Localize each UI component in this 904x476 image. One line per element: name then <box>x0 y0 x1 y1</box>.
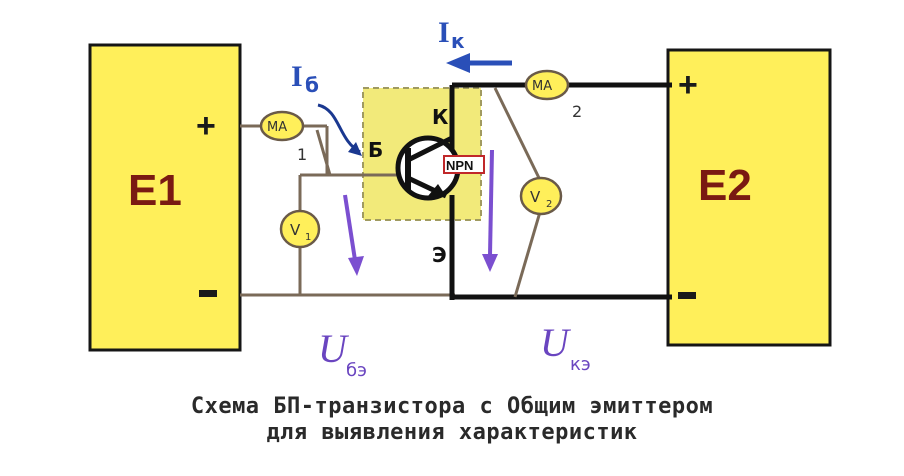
transistor-emitter-arrow <box>428 184 446 196</box>
meter-ma1[interactable]: MA 1 <box>259 110 307 164</box>
meter-ma2-label: MA <box>532 79 552 94</box>
transistor-collector-leg <box>406 135 454 163</box>
meter-ma2-body <box>524 69 570 101</box>
source-e1-label: E1 <box>128 166 182 215</box>
meter-v1-label: V <box>290 221 301 239</box>
collector-current-symbol: I <box>438 16 450 49</box>
base-current-arrowhead <box>348 142 362 156</box>
meter-ma2-index: 2 <box>572 102 582 121</box>
npn-badge <box>443 155 485 174</box>
voltage-be-symbol: U <box>318 326 350 371</box>
voltage-ce-sub: кэ <box>570 354 591 375</box>
collector-current-label: I к <box>438 16 465 53</box>
base-current-symbol: I <box>291 60 303 93</box>
meter-ma1-index: 1 <box>297 145 307 164</box>
source-e1[interactable]: E1 + <box>88 43 242 352</box>
wires-collector-circuit <box>449 82 672 300</box>
voltage-ce-label: U кэ <box>540 320 591 375</box>
collector-current-sub: к <box>451 29 465 53</box>
source-e1-body <box>88 43 242 352</box>
voltage-be-arrow <box>343 194 364 276</box>
source-e2-plus: + <box>678 66 698 104</box>
source-e2[interactable]: E2 + <box>666 48 832 347</box>
caption-line-1: Схема БП-транзистора с Общим эмиттером <box>190 394 714 419</box>
caption-line-2: для выявления характеристик <box>266 420 638 445</box>
meter-ma2[interactable]: MA 2 <box>524 69 582 121</box>
collector-current-arrowhead <box>446 53 470 73</box>
source-e2-minus <box>678 292 696 299</box>
meter-v2[interactable]: V 2 <box>519 176 563 216</box>
meter-v1-body <box>279 209 321 249</box>
meter-v2-body <box>519 176 563 216</box>
meter-v2-index: 2 <box>546 199 552 210</box>
voltage-be-label: U бэ <box>318 326 367 381</box>
voltage-be-sub: бэ <box>346 360 367 381</box>
emitter-terminal-label: Э <box>432 243 447 267</box>
base-terminal-label: Б <box>368 138 383 162</box>
source-e1-plus: + <box>196 107 216 145</box>
meter-v2-label: V <box>530 188 541 206</box>
collector-terminal-label: К <box>432 105 449 129</box>
voltage-ce-symbol: U <box>540 320 572 365</box>
base-current-label: I б <box>291 60 319 97</box>
meter-ma1-body <box>259 110 305 142</box>
base-current-sub: б <box>305 73 319 97</box>
wires-base-circuit <box>240 124 455 297</box>
source-e1-minus <box>199 290 217 297</box>
transistor-npn[interactable]: NPN Б К Э <box>368 105 485 267</box>
source-e2-label: E2 <box>698 161 752 210</box>
voltage-ce-arrow <box>482 149 498 272</box>
meter-ma1-label: MA <box>267 120 287 135</box>
wires-v2 <box>493 87 542 298</box>
npn-label: NPN <box>446 158 473 173</box>
meter-v1-index: 1 <box>305 232 311 243</box>
meter-v1[interactable]: V 1 <box>279 209 321 249</box>
